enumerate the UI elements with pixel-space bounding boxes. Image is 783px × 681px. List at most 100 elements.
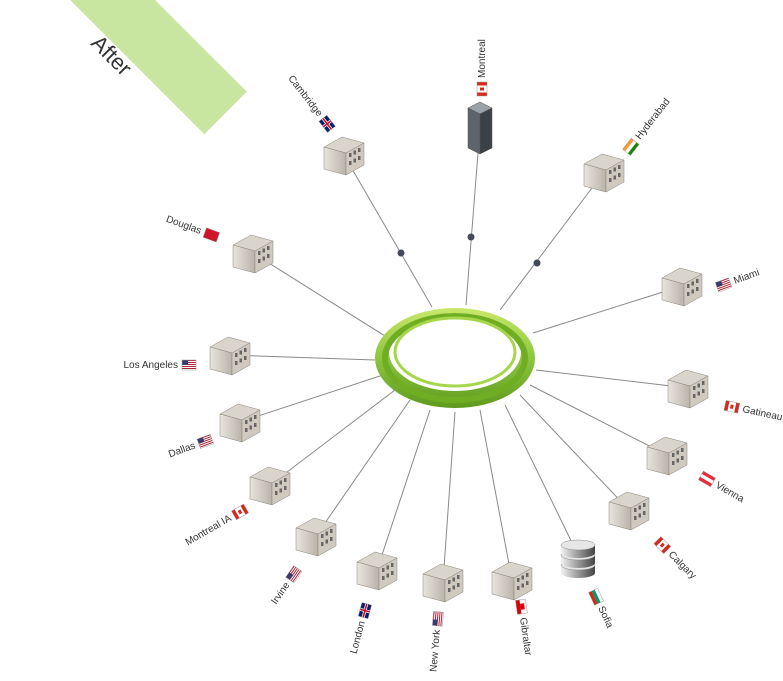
link-london — [376, 409, 431, 571]
site-label-group-london: London — [349, 602, 372, 655]
building-icon — [249, 466, 291, 506]
flag-uk-icon — [358, 602, 372, 619]
site-node-los-angeles[interactable]: Los Angeles — [124, 336, 251, 376]
site-label-group-los-angeles: Los Angeles — [124, 359, 197, 371]
building-icon — [583, 153, 625, 193]
flag-in-icon — [622, 137, 640, 156]
building-icon — [295, 517, 337, 557]
flag-us-icon — [196, 434, 214, 449]
site-label-cambridge: Cambridge — [286, 74, 325, 120]
site-label-hyderabad: Hyderabad — [634, 97, 673, 142]
link-calgary — [519, 394, 630, 511]
site-node-calgary[interactable]: Calgary — [608, 491, 698, 581]
site-node-douglas[interactable]: Douglas — [164, 214, 274, 274]
link-new-york — [442, 411, 456, 583]
flag-us-icon — [715, 277, 733, 293]
flag-us-icon — [285, 565, 303, 584]
site-node-hyderabad[interactable]: Hyderabad — [583, 97, 673, 193]
building-icon — [667, 369, 709, 409]
link-sofia — [504, 404, 579, 556]
flag-bg-icon — [588, 587, 604, 606]
site-label-douglas: Douglas — [164, 214, 202, 237]
flag-us-icon — [432, 611, 444, 627]
site-node-sofia[interactable]: Sofia — [560, 539, 615, 631]
connector-dot-montreal — [467, 233, 475, 241]
building-icon — [608, 491, 650, 531]
flag-ca-icon — [476, 81, 488, 97]
building-icon — [209, 336, 251, 376]
flag-ca-icon — [231, 503, 249, 521]
site-label-group-montreal: Montreal — [476, 39, 488, 97]
flag-ca-icon — [653, 536, 672, 554]
link-dallas — [239, 374, 384, 423]
site-label-dallas: Dallas — [167, 440, 197, 460]
site-label-gibraltar: Gibraltar — [517, 617, 533, 657]
site-label-group-dallas: Dallas — [167, 434, 214, 460]
link-montreal-ia — [269, 389, 396, 486]
site-label-montreal-ia: Montreal IA — [184, 513, 234, 548]
connector-dot-cambridge — [397, 249, 405, 257]
site-label-group-irvine: Irvine — [269, 565, 303, 607]
link-douglas — [252, 252, 386, 337]
building-icon — [219, 403, 261, 443]
site-label-group-calgary: Calgary — [653, 536, 698, 581]
building-icon — [232, 234, 274, 274]
site-label-group-gibraltar: Gibraltar — [515, 598, 533, 657]
flag-ca-icon — [723, 400, 741, 414]
site-label-miami: Miami — [732, 267, 761, 286]
server-rack-icon — [467, 101, 493, 155]
site-label-group-gatineau: Gatineau — [723, 400, 783, 423]
site-label-group-cambridge: Cambridge — [286, 74, 336, 133]
site-label-irvine: Irvine — [269, 580, 292, 607]
flag-im-icon — [202, 227, 220, 243]
site-node-montreal[interactable]: Montreal — [467, 39, 493, 155]
site-label-los-angeles: Los Angeles — [124, 360, 179, 371]
site-node-montreal-ia[interactable]: Montreal IA — [184, 466, 291, 548]
flag-us-icon — [181, 359, 197, 371]
site-label-sofia: Sofia — [595, 605, 615, 631]
site-label-group-miami: Miami — [715, 267, 761, 293]
link-los-angeles — [229, 354, 376, 361]
link-cambridge — [343, 154, 433, 308]
connector-dot-hyderabad — [533, 259, 541, 267]
site-node-dallas[interactable]: Dallas — [167, 403, 261, 460]
flag-uk-icon — [318, 114, 336, 133]
database-icon — [560, 539, 596, 578]
site-label-new-york: New York — [428, 628, 443, 672]
link-gibraltar — [479, 409, 513, 581]
site-label-montreal: Montreal — [477, 39, 488, 78]
building-icon — [422, 563, 464, 603]
site-label-group-montreal-ia: Montreal IA — [184, 503, 249, 548]
site-node-new-york[interactable]: New York — [422, 563, 464, 672]
site-label-calgary: Calgary — [666, 549, 698, 581]
site-label-london: London — [349, 620, 368, 655]
network-ring-hub — [375, 308, 535, 408]
site-label-group-hyderabad: Hyderabad — [622, 97, 673, 156]
building-icon — [491, 561, 533, 601]
site-label-group-new-york: New York — [428, 611, 444, 672]
site-node-miami[interactable]: Miami — [661, 267, 761, 307]
link-hyderabad — [499, 171, 605, 311]
link-miami — [532, 285, 683, 334]
site-node-cambridge[interactable]: Cambridge — [286, 74, 365, 176]
site-label-group-sofia: Sofia — [588, 587, 615, 631]
site-node-vienna[interactable]: Vienna — [646, 436, 747, 505]
link-gatineau — [535, 369, 689, 389]
site-label-group-vienna: Vienna — [698, 470, 747, 505]
building-icon — [661, 267, 703, 307]
link-vienna — [529, 384, 668, 456]
building-icon — [323, 136, 365, 176]
flag-gi-icon — [515, 598, 528, 615]
link-irvine — [315, 399, 411, 537]
site-node-irvine[interactable]: Irvine — [269, 517, 337, 607]
site-node-gibraltar[interactable]: Gibraltar — [491, 561, 533, 657]
site-node-gatineau[interactable]: Gatineau — [667, 369, 783, 423]
link-montreal — [465, 127, 481, 306]
site-label-gatineau: Gatineau — [741, 404, 783, 423]
site-label-vienna: Vienna — [714, 480, 747, 505]
building-icon — [356, 551, 398, 591]
site-node-london[interactable]: London — [349, 551, 398, 655]
building-icon — [646, 436, 688, 476]
